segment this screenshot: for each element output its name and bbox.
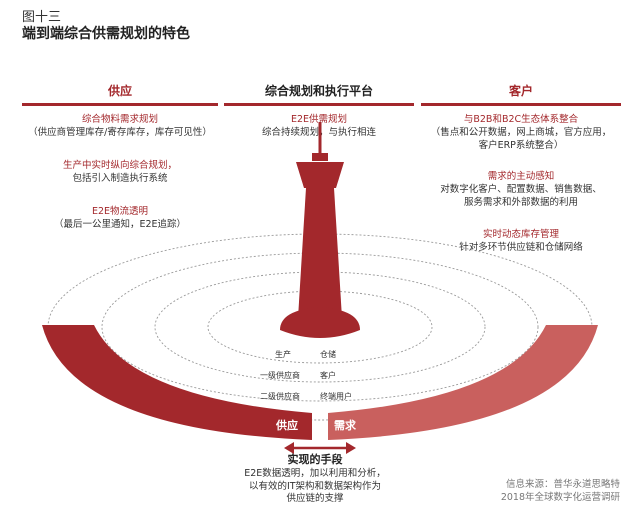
ring-label-tier1-supplier: 一级供应商 xyxy=(260,370,300,380)
tower-top-cap xyxy=(312,153,328,161)
double-arrow-icon xyxy=(284,442,356,454)
block-body: 针对多环节供应链和仓储网络 xyxy=(459,242,583,253)
source-line: 信息来源：普华永道思略特 xyxy=(505,479,620,490)
tower-icon xyxy=(280,122,360,338)
figure-number: 图十三 xyxy=(22,10,62,25)
ring-second xyxy=(154,271,486,383)
arc-label-supply: 供应 xyxy=(275,418,298,432)
source-line: 2018年全球数字化运营调研 xyxy=(500,492,620,503)
ring-label-customer: 客户 xyxy=(320,370,336,380)
tower-pod xyxy=(296,162,344,188)
column-header-platform: 综合规划和执行平台 xyxy=(224,82,414,106)
block-heading: 实时动态库存管理 xyxy=(482,229,559,240)
tower-shaft xyxy=(298,188,342,318)
column-underline-supply xyxy=(22,103,218,106)
tower-antenna xyxy=(318,122,322,156)
block-body: 包括引入制造执行系统 xyxy=(72,173,168,184)
ring-label-warehouse: 仓储 xyxy=(320,349,336,359)
ring-inner xyxy=(207,290,433,364)
means-title: 实现的手段 xyxy=(287,453,343,466)
ring-third xyxy=(101,252,539,402)
arc-label-demand: 需求 xyxy=(334,418,357,432)
column-header-customer: 客户 xyxy=(421,82,621,106)
block-heading: 与B2B和B2C生态体系整合 xyxy=(463,114,579,125)
figure-title: 端到端综合供需规划的特色 xyxy=(22,26,190,42)
block-body: 对数字化客户、配置数据、销售数据、 xyxy=(440,184,602,195)
means-body: E2E数据透明，加以利用和分析， 以有效的IT架构和数据架构作为 供应链的支撑 xyxy=(210,468,420,506)
block-body-line2: 服务需求和外部数据的利用 xyxy=(463,197,578,208)
block-body: （最后一公里通知，E2E追踪） xyxy=(53,219,187,230)
means-body-line: E2E数据透明，加以利用和分析， xyxy=(244,468,386,479)
demand-arc xyxy=(328,325,598,440)
block-heading: 需求的主动感知 xyxy=(487,171,555,182)
block-body: （供应商管理库存/寄存库存，库存可见性） xyxy=(28,127,212,138)
block-heading: 生产中实时纵向综合规划， xyxy=(62,160,177,171)
supply-block-material-planning: 综合物料需求规划 （供应商管理库存/寄存库存，库存可见性） xyxy=(22,113,218,139)
block-body-line2: 客户ERP系统整合） xyxy=(478,140,564,151)
supply-block-production-planning: 生产中实时纵向综合规划， 包括引入制造执行系统 xyxy=(22,159,218,185)
ring-label-end-user: 终端用户 xyxy=(320,391,352,401)
column-header-supply: 供应 xyxy=(22,82,218,106)
column-label-supply: 供应 xyxy=(107,84,132,98)
column-underline-customer xyxy=(421,103,621,106)
column-label-customer: 客户 xyxy=(508,84,533,98)
block-heading: E2E物流透明 xyxy=(91,206,149,217)
block-heading: E2E供需规划 xyxy=(290,114,348,125)
tower-base xyxy=(280,307,360,338)
means-body-line: 以有效的IT架构和数据架构作为 xyxy=(248,480,382,492)
ring-label-production: 生产 xyxy=(275,349,291,359)
column-underline-platform xyxy=(224,103,414,106)
ring-label-tier2-supplier: 二级供应商 xyxy=(260,391,300,401)
supply-block-logistics: E2E物流透明 （最后一公里通知，E2E追踪） xyxy=(22,205,218,231)
source-note: 信息来源：普华永道思略特 2018年全球数字化运营调研 xyxy=(430,478,620,504)
block-body: （售点和公开数据，网上商城，官方应用， xyxy=(430,127,612,138)
customer-block-ecosystem: 与B2B和B2C生态体系整合 （售点和公开数据，网上商城，官方应用， 客户ERP… xyxy=(421,113,621,152)
column-label-platform: 综合规划和执行平台 xyxy=(264,84,373,98)
customer-block-inventory: 实时动态库存管理 针对多环节供应链和仓储网络 xyxy=(421,228,621,254)
block-heading: 综合物料需求规划 xyxy=(81,114,158,125)
customer-block-demand-sensing: 需求的主动感知 对数字化客户、配置数据、销售数据、 服务需求和外部数据的利用 xyxy=(421,170,621,209)
means-body-line: 供应链的支撑 xyxy=(286,493,344,504)
supply-arc xyxy=(42,325,312,440)
